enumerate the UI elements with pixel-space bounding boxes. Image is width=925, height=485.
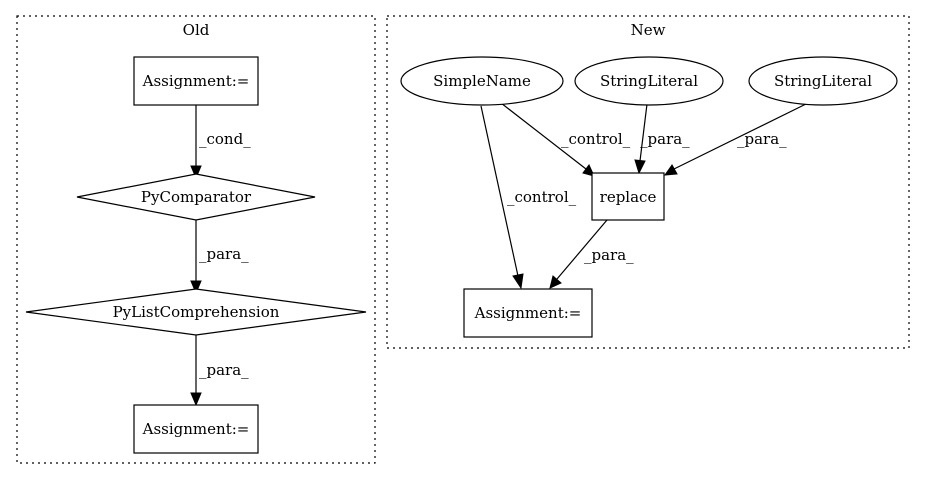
node-py-list-comprehension: PyListComprehension [25,288,367,336]
edge-new-control-1-label: _control_ [561,130,631,148]
edge-new-para-string2: _para_ [663,103,807,176]
node-py-comparator: PyComparator [76,173,316,221]
edge-new-para-string1: _para_ [634,103,690,175]
node-new-assignment: Assignment:= [463,288,593,338]
node-py-list-comprehension-label: PyListComprehension [113,303,280,321]
node-simple-name-label: SimpleName [433,72,531,90]
node-old-assignment-bottom-label: Assignment:= [142,420,250,438]
edge-old-cond-label: _cond_ [199,130,251,148]
cluster-new-border [386,15,910,349]
node-py-list-comprehension-shape [25,288,367,336]
edge-new-para-string2-arrowhead [663,164,678,176]
node-replace-label: replace [600,188,657,206]
edge-new-para-string1-label: _para_ [640,130,690,148]
node-new-assignment-label: Assignment:= [474,304,582,322]
edge-new-para-string2-label: _para_ [737,130,787,148]
node-old-assignment-top-box [133,56,259,106]
edge-new-control-2-arrowhead [512,273,524,290]
edge-new-para-string1-arrowhead [634,159,646,175]
edge-old-para-2-arrowhead [190,392,202,407]
edge-new-para-replace-label: _para_ [584,246,634,264]
node-string-literal-1-label: StringLiteral [600,72,698,90]
edge-old-para-1: _para_ [190,219,249,295]
node-py-comparator-shape [76,173,316,221]
node-old-assignment-top-label: Assignment:= [142,72,250,90]
edge-old-cond-arrowhead [190,165,202,180]
edge-new-control-1: _control_ [500,102,631,177]
node-string-literal-1: StringLiteral [574,56,724,106]
node-replace: replace [591,172,665,221]
node-string-literal-2-label: StringLiteral [774,72,872,90]
node-string-literal-2-shape [748,56,898,106]
node-new-assignment-box [463,288,593,338]
node-old-assignment-top: Assignment:= [133,56,259,106]
node-string-literal-2: StringLiteral [748,56,898,106]
edge-new-para-string2-line [673,103,807,170]
node-py-comparator-label: PyComparator [141,188,252,206]
edge-old-para-2: _para_ [190,334,249,407]
node-simple-name-shape [400,56,564,106]
edge-new-para-string1-line [639,103,648,162]
edge-old-cond: _cond_ [190,105,251,180]
cluster-new: New [386,15,910,349]
edge-new-control-2-label: _control_ [507,188,577,206]
cluster-old: Old [16,15,376,464]
edge-new-control-1-line [500,102,587,170]
cluster-old-border [16,15,376,464]
node-simple-name: SimpleName [400,56,564,106]
cluster-new-label: New [631,21,666,39]
edge-old-para-2-label: _para_ [199,361,249,379]
edge-new-control-1-arrowhead [582,164,595,177]
edge-new-para-replace: _para_ [549,219,634,289]
edge-old-para-1-label: _para_ [199,245,249,263]
node-old-assignment-bottom-box [133,404,259,454]
edge-new-para-replace-line [556,219,608,280]
edge-new-control-2-line [480,105,519,277]
cluster-old-label: Old [183,21,210,39]
edge-new-control-2: _control_ [480,105,577,290]
node-replace-box [591,172,665,221]
node-string-literal-1-shape [574,56,724,106]
edge-new-para-replace-arrowhead [549,275,562,289]
node-old-assignment-bottom: Assignment:= [133,404,259,454]
edge-old-para-1-arrowhead [190,280,202,295]
